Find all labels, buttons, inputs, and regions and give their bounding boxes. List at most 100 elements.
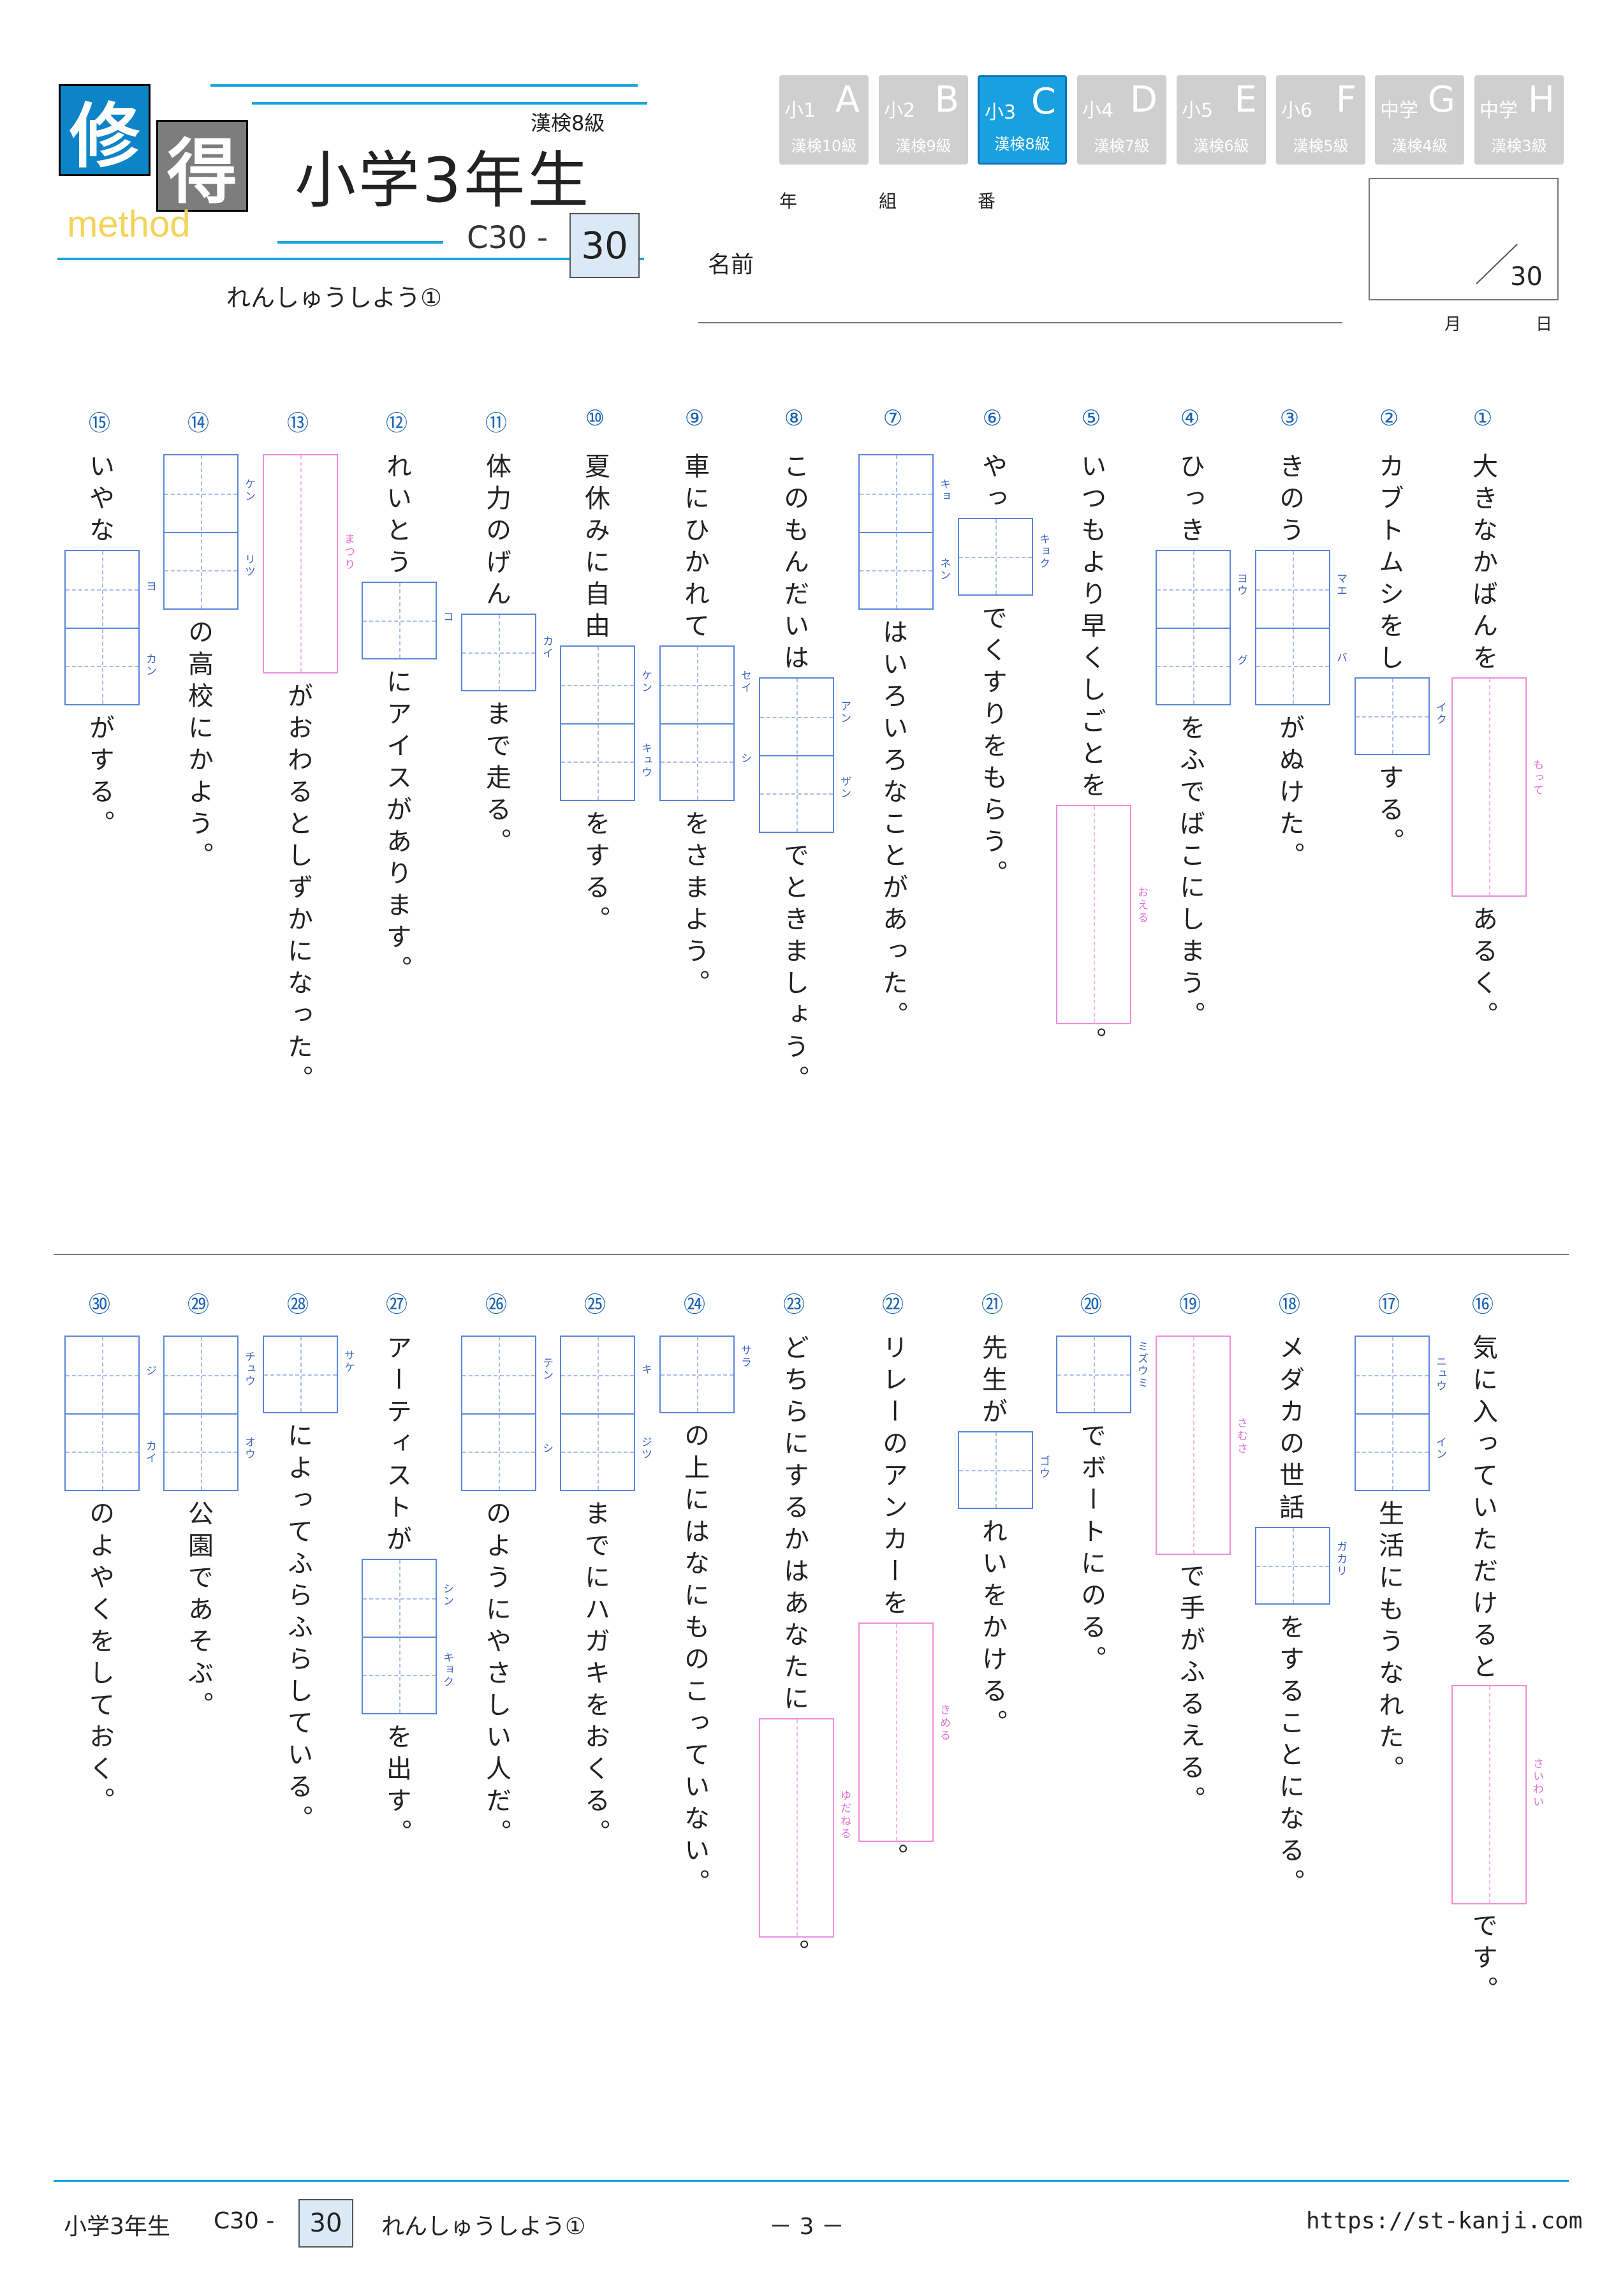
question-number: ⑲ [1179, 1292, 1201, 1318]
hiragana-answer-box[interactable] [1156, 1336, 1231, 1555]
question-number: ㉚ [89, 1292, 110, 1318]
kanji-answer-box[interactable] [461, 1336, 536, 1491]
answer-reading: さむさ [1235, 1417, 1247, 1455]
kanji-reading: ケン [242, 478, 255, 503]
kanji-answer-box[interactable] [958, 1431, 1033, 1509]
question-number: ⑭ [187, 411, 209, 436]
question-number: ⑧ [784, 406, 804, 431]
site-url-link[interactable]: https://st-kanji.com [1306, 2208, 1583, 2234]
kanji-answer-box[interactable] [659, 645, 735, 801]
hiragana-answer-box[interactable] [1451, 1685, 1527, 1904]
logo-sub: method [67, 203, 191, 245]
question-number: ㉕ [584, 1292, 606, 1318]
question-text: 大きなかばんを [1468, 453, 1497, 676]
header-rule-top2 [252, 102, 647, 105]
kanji-reading: マエ [1334, 573, 1347, 597]
level-tab-kanken: 漢検6級 [1193, 137, 1249, 155]
kanji-answer-box[interactable] [163, 454, 239, 610]
hiragana-answer-box[interactable] [263, 454, 338, 673]
code-number: 30 [569, 213, 640, 278]
number-label: 番 [978, 191, 996, 212]
score-total: 30 [1510, 262, 1543, 291]
footer-code-prefix: C30 - [214, 2208, 275, 2234]
question-text: の上にはなにものこっていない。 [680, 1422, 709, 1901]
kanji-answer-box[interactable] [64, 1336, 140, 1491]
question-text: のようにやさしい人だ。 [481, 1500, 511, 1851]
question-number: ⑮ [89, 411, 110, 436]
page-number: － 3 － [769, 2214, 844, 2240]
question-text: でときましょう。 [779, 842, 809, 1097]
question-text: どちらにするかはあなたに [779, 1334, 809, 1717]
kanji-answer-box[interactable] [958, 518, 1033, 596]
name-label: 名前 [708, 252, 754, 278]
kanji-answer-box[interactable] [1156, 550, 1231, 705]
logo-char1: 修 [59, 84, 151, 177]
question-text: にアイスがあります。 [382, 668, 411, 987]
level-tab-kanken: 漢検5級 [1293, 137, 1349, 155]
question-text: あるく。 [1468, 906, 1497, 1033]
kanji-answer-box[interactable] [1355, 1336, 1430, 1491]
kanji-answer-box[interactable] [1355, 677, 1430, 755]
kanji-answer-box[interactable] [1255, 1527, 1330, 1605]
question-number: ㉘ [287, 1292, 309, 1318]
question-number: ⑯ [1472, 1292, 1494, 1318]
kanji-reading: グ [1235, 654, 1247, 666]
kanji-answer-box[interactable] [263, 1336, 338, 1413]
hiragana-answer-box[interactable] [858, 1623, 934, 1842]
kanji-answer-box[interactable] [560, 645, 635, 801]
question-text: 車にひかれて [680, 453, 709, 644]
question-text: 。 [1076, 1027, 1106, 1059]
question-text: がおわるとしずかになった。 [283, 682, 312, 1097]
kanji-reading: イク [1434, 702, 1446, 726]
kanji-answer-box[interactable] [461, 614, 536, 691]
question-text: のよやくをしておく。 [85, 1500, 114, 1819]
question-number: ④ [1180, 406, 1200, 431]
score-box[interactable]: 30 [1369, 178, 1559, 300]
question-text: れいをかける。 [978, 1518, 1007, 1741]
hiragana-answer-box[interactable] [1056, 805, 1131, 1024]
kanji-reading: ヨウ [1235, 573, 1247, 597]
kanji-answer-box[interactable] [1056, 1336, 1131, 1413]
question-number: ㉔ [684, 1292, 705, 1318]
kanji-answer-box[interactable] [1255, 550, 1330, 705]
hiragana-answer-box[interactable] [759, 1718, 834, 1938]
hiragana-answer-box[interactable] [1451, 677, 1527, 897]
question-text: 体力のげん [481, 453, 511, 612]
kanji-answer-box[interactable] [659, 1336, 735, 1413]
question-number: ㉙ [187, 1292, 209, 1318]
level-tab-grade: 小1 [784, 99, 816, 122]
kanji-reading: ニュウ [1434, 1356, 1446, 1392]
question-text: 先生が [978, 1334, 1007, 1430]
kanji-reading: ジツ [639, 1436, 652, 1461]
kanken-level: 漢検8級 [531, 111, 605, 135]
kanji-answer-box[interactable] [362, 582, 437, 659]
question-text: 。 [779, 1939, 809, 1971]
kanji-answer-box[interactable] [362, 1559, 437, 1714]
kanji-reading: コ [441, 611, 453, 623]
level-tab-grade: 小4 [1082, 99, 1114, 122]
header-rule-top [210, 84, 638, 87]
kanji-answer-box[interactable] [163, 1336, 239, 1491]
level-tab-letter: B [934, 79, 959, 121]
question-text: の高校にかよう。 [184, 619, 213, 874]
question-number: ⑫ [386, 411, 408, 436]
question-text: で手がふるえる。 [1175, 1563, 1205, 1818]
question-text: する。 [1374, 764, 1404, 860]
kanji-answer-box[interactable] [759, 677, 834, 833]
kanji-answer-box[interactable] [560, 1336, 635, 1491]
question-text: によってふらふらしている。 [283, 1422, 312, 1837]
kanji-answer-box[interactable] [64, 550, 140, 705]
question-text: カブトムシをし [1374, 453, 1404, 676]
kanji-reading: サラ [738, 1344, 751, 1369]
answer-reading: まつり [342, 533, 355, 571]
kanji-answer-box[interactable] [858, 454, 934, 610]
kanji-reading: キュウ [639, 742, 652, 779]
